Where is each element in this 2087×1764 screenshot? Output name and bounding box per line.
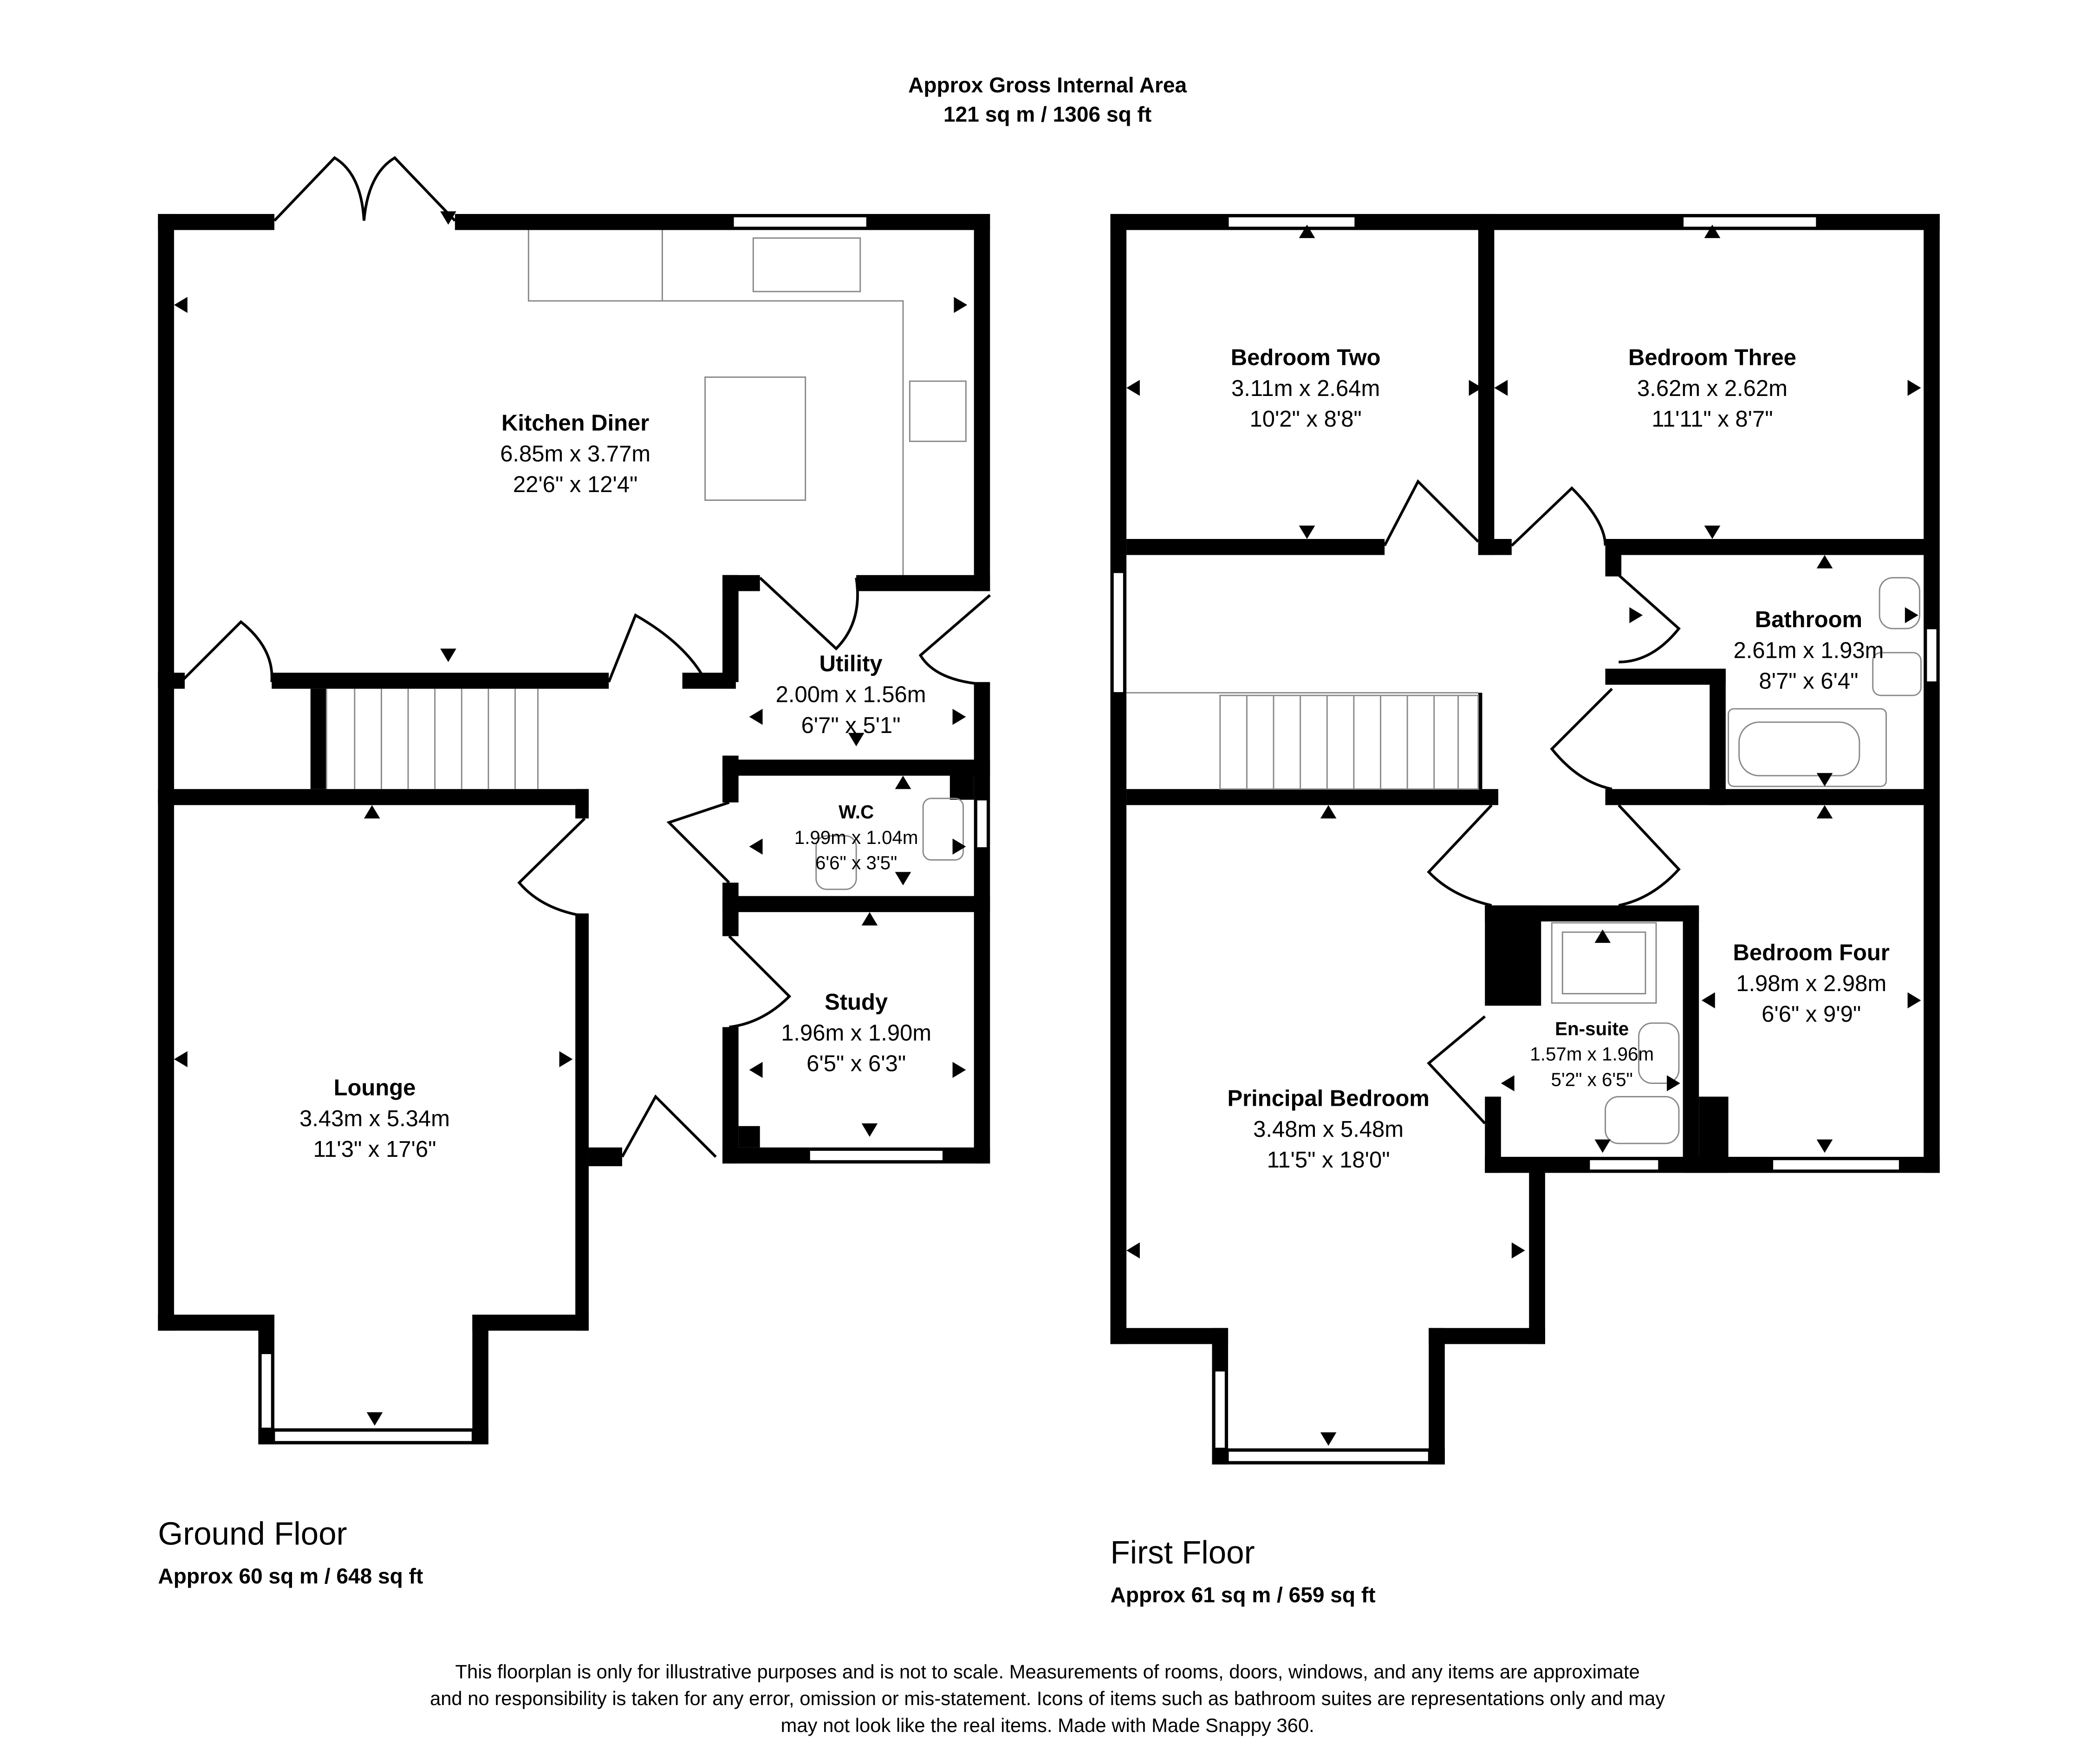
ground-floor-area: Approx 60 sq m / 648 sq ft	[158, 1564, 423, 1588]
svg-text:1.96m x 1.90m: 1.96m x 1.90m	[781, 1020, 931, 1045]
svg-text:6.85m x 3.77m: 6.85m x 3.77m	[500, 441, 650, 467]
svg-text:11'5" x 18'0": 11'5" x 18'0"	[1267, 1148, 1390, 1173]
svg-text:En-suite: En-suite	[1555, 1018, 1629, 1039]
svg-text:and no responsibility is taken: and no responsibility is taken for any e…	[430, 1687, 1665, 1709]
room-bathroom: Bathroom 2.61m x 1.93m 8'7" x 6'4"	[1733, 607, 1884, 694]
room-lounge: Lounge 3.43m x 5.34m 11'3" x 17'6"	[299, 1076, 450, 1162]
svg-text:6'5" x 6'3": 6'5" x 6'3"	[806, 1051, 906, 1077]
svg-text:W.C: W.C	[839, 801, 874, 823]
svg-text:2.00m x 1.56m: 2.00m x 1.56m	[776, 682, 926, 707]
first-floor-label: First Floor	[1111, 1534, 1255, 1570]
svg-text:10'2" x 8'8": 10'2" x 8'8"	[1249, 407, 1361, 432]
svg-text:3.48m x 5.48m: 3.48m x 5.48m	[1253, 1117, 1404, 1142]
ground-floor-label: Ground Floor	[158, 1516, 347, 1552]
svg-text:3.11m x 2.64m: 3.11m x 2.64m	[1231, 376, 1380, 401]
svg-text:6'6" x 3'5": 6'6" x 3'5"	[815, 852, 897, 874]
room-bedroom-two: Bedroom Two 3.11m x 2.64m 10'2" x 8'8"	[1231, 345, 1381, 432]
first-floor-walls	[1110, 214, 1940, 1465]
svg-text:Study: Study	[825, 990, 888, 1015]
room-wc: W.C 1.99m x 1.04m 6'6" x 3'5"	[794, 801, 918, 873]
room-study: Study 1.96m x 1.90m 6'5" x 6'3"	[781, 990, 931, 1077]
svg-text:5'2" x 6'5": 5'2" x 6'5"	[1551, 1069, 1633, 1090]
svg-text:Bedroom Four: Bedroom Four	[1733, 940, 1890, 966]
svg-text:6'6" x 9'9": 6'6" x 9'9"	[1762, 1002, 1861, 1027]
ground-floor-labels: Kitchen Diner 6.85m x 3.77m 22'6" x 12'4…	[158, 411, 931, 1588]
disclaimer: This floorplan is only for illustrative …	[430, 1661, 1665, 1736]
svg-text:8'7" x 6'4": 8'7" x 6'4"	[1759, 669, 1858, 694]
room-principal-bedroom: Principal Bedroom 3.48m x 5.48m 11'5" x …	[1227, 1086, 1429, 1173]
room-kitchen-diner: Kitchen Diner 6.85m x 3.77m 22'6" x 12'4…	[500, 411, 650, 498]
svg-text:2.61m x 1.93m: 2.61m x 1.93m	[1733, 638, 1884, 663]
svg-text:Bedroom Two: Bedroom Two	[1231, 345, 1381, 370]
ground-floor-fixtures	[174, 156, 991, 1426]
svg-text:1.57m x 1.96m: 1.57m x 1.96m	[1530, 1044, 1654, 1065]
room-utility: Utility 2.00m x 1.56m 6'7" x 5'1"	[776, 651, 926, 738]
ground-floor-walls	[158, 214, 990, 1445]
svg-text:may not look like the real ite: may not look like the real items. Made w…	[781, 1714, 1314, 1736]
gross-area-title: Approx Gross Internal Area	[908, 73, 1187, 97]
svg-text:11'11" x 8'7": 11'11" x 8'7"	[1651, 407, 1773, 432]
svg-text:1.99m x 1.04m: 1.99m x 1.04m	[794, 827, 918, 848]
svg-text:1.98m x 2.98m: 1.98m x 2.98m	[1736, 971, 1886, 996]
svg-text:Principal Bedroom: Principal Bedroom	[1227, 1086, 1429, 1111]
svg-text:This floorplan is only for ill: This floorplan is only for illustrative …	[455, 1661, 1640, 1683]
room-en-suite: En-suite 1.57m x 1.96m 5'2" x 6'5"	[1530, 1018, 1654, 1090]
svg-text:Bathroom: Bathroom	[1755, 607, 1862, 632]
svg-text:6'7" x 5'1": 6'7" x 5'1"	[801, 713, 901, 738]
svg-text:22'6" x 12'4": 22'6" x 12'4"	[513, 472, 638, 497]
room-bedroom-four: Bedroom Four 1.98m x 2.98m 6'6" x 9'9"	[1733, 940, 1890, 1027]
svg-text:Kitchen Diner: Kitchen Diner	[501, 411, 649, 436]
first-floor-fixtures	[1126, 225, 1922, 1446]
svg-text:11'3" x 17'6": 11'3" x 17'6"	[313, 1137, 436, 1162]
svg-text:3.43m x 5.34m: 3.43m x 5.34m	[299, 1106, 450, 1131]
first-floor-labels: Bedroom Two 3.11m x 2.64m 10'2" x 8'8" B…	[1111, 345, 1890, 1607]
gross-area-value: 121 sq m / 1306 sq ft	[943, 102, 1151, 126]
first-floor-area: Approx 61 sq m / 659 sq ft	[1111, 1582, 1376, 1607]
svg-text:Utility: Utility	[819, 651, 883, 676]
svg-text:3.62m x 2.62m: 3.62m x 2.62m	[1637, 376, 1788, 401]
svg-text:Bedroom Three: Bedroom Three	[1628, 345, 1796, 370]
room-bedroom-three: Bedroom Three 3.62m x 2.62m 11'11" x 8'7…	[1628, 345, 1796, 432]
svg-text:Lounge: Lounge	[334, 1076, 416, 1101]
